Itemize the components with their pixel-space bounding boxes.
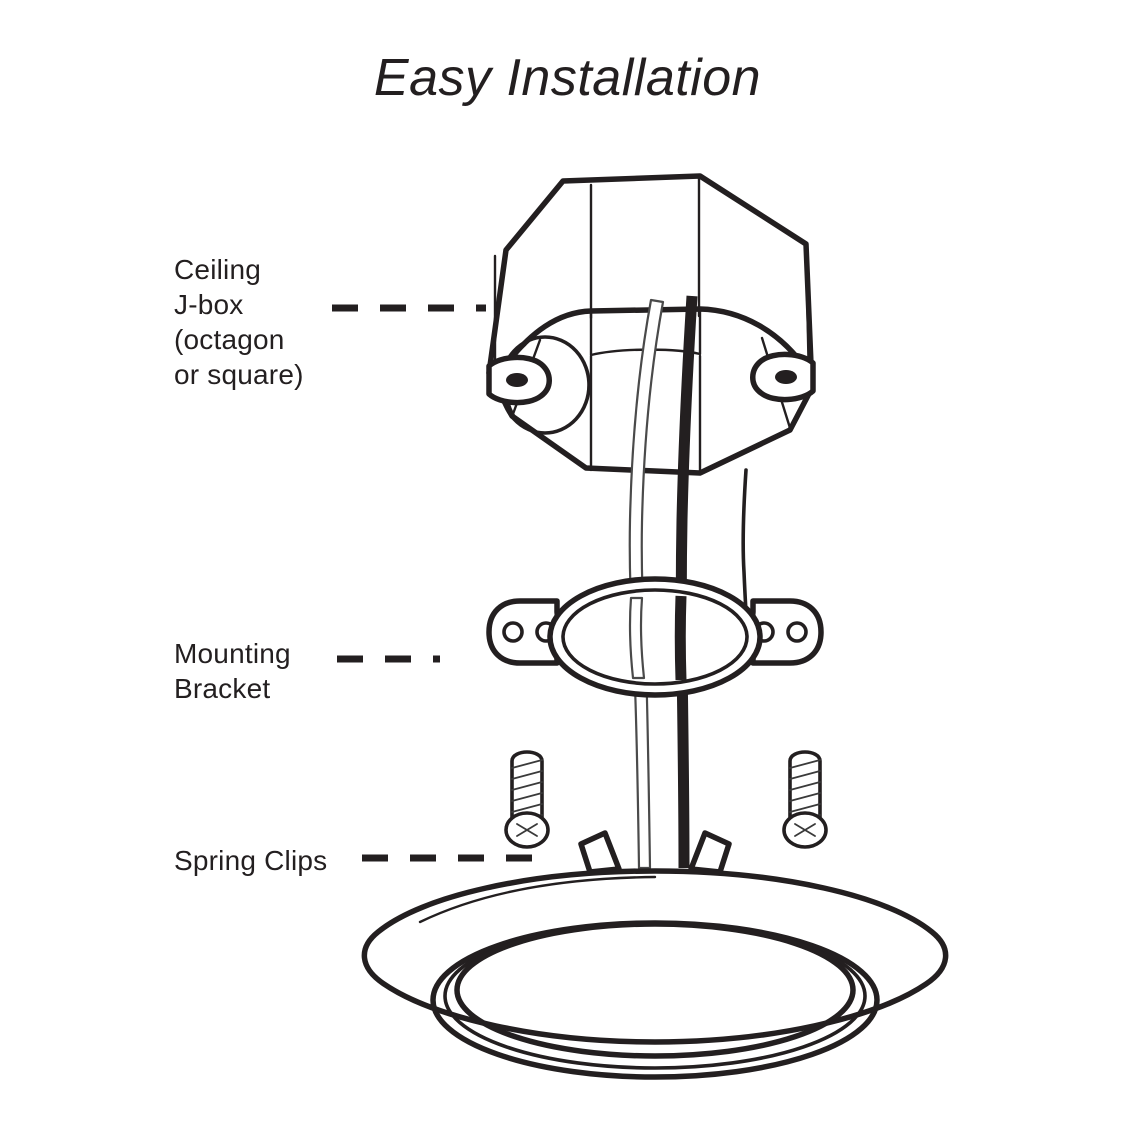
jbox-ear-left-hole [506,373,528,387]
jbox-top-back-edge [504,174,808,252]
screw-left-phillips-b [516,823,538,837]
bracket-center-ring-inner [561,588,749,686]
screw-left-thread-4 [511,792,543,802]
light-fixture-illustration [361,868,949,1080]
screw-left-thread-3 [511,781,543,791]
spring-clip-left [578,830,622,875]
screw-left [504,750,550,849]
screw-right-thread-4 [789,792,821,802]
spring-clip-right [688,830,732,875]
bracket-hole-right-outer [786,621,808,643]
bracket-hole-left-outer [502,621,524,643]
bracket-center-ring-outer [547,576,763,698]
fixture-lens-ring-3 [454,921,856,1059]
screw-left-thread-5 [511,803,543,813]
page-title: Easy Installation [373,49,762,107]
jbox-ear-right-hole [775,370,797,384]
screw-right [782,750,828,849]
screw-right-shaft [788,750,822,824]
label-ceiling-jbox: Ceiling J-box (octagon or square) [174,254,304,390]
white-wire-over-bracket [628,596,646,680]
label-spring-clips: Spring Clips [174,845,328,876]
screw-right-thread-3 [789,781,821,791]
label-mounting-bracket: Mounting Bracket [174,638,291,704]
screw-right-thread-2 [789,770,821,780]
screw-left-thread-1 [511,759,543,769]
screw-right-thread-5 [789,803,821,813]
screw-left-thread-2 [511,770,543,780]
mounting-bracket-illustration [486,576,824,698]
black-wire-over-bracket [674,595,687,681]
screw-right-phillips-b [794,823,816,837]
fixture-outer-rim [361,868,949,1045]
spring-clips-illustration [578,830,732,875]
screw-left-shaft [510,750,544,824]
white-wire [628,298,665,870]
fixture-top-highlight [418,875,657,924]
screw-right-thread-1 [789,759,821,769]
